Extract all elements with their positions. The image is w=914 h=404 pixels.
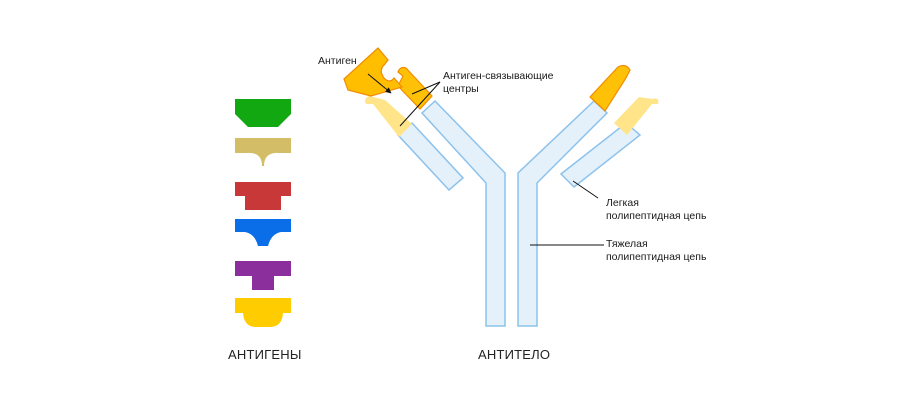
label-light-chain-line2: полипептидная цепь [606, 210, 707, 222]
heavy-chain-left [420, 99, 506, 327]
label-heavy-chain-line1: Тяжелая [606, 238, 648, 250]
heavy-chain-right [517, 99, 609, 327]
antigen-tan [235, 138, 291, 166]
caption-antibody: АНТИТЕЛО [478, 347, 551, 362]
leader-lines [367, 73, 604, 246]
binding-site-leader-1 [411, 81, 441, 95]
antigen-purple [235, 261, 291, 290]
antigen-yellow [235, 298, 291, 327]
light-chain-leader [572, 180, 599, 199]
bound-antigen [343, 47, 404, 97]
antigen-red [235, 182, 291, 210]
label-light-chain-line1: Легкая [606, 197, 639, 209]
antigen-shapes [235, 99, 291, 327]
label-heavy-chain-line2: полипептидная цепь [606, 251, 707, 263]
label-binding-sites-line2: центры [443, 83, 479, 95]
antibody [343, 47, 659, 327]
antigen-blue [235, 219, 291, 246]
variable-region-light-left [365, 96, 412, 137]
light-chain-right [559, 122, 642, 189]
antigen-green [235, 99, 291, 127]
binding-site-leader-2 [399, 81, 441, 127]
label-binding-sites-line1: Антиген-связывающие [443, 70, 554, 82]
antigen-arrow [367, 73, 392, 94]
variable-region-light-right [614, 97, 659, 135]
variable-region-heavy-left [397, 66, 433, 110]
variable-region-heavy-right [589, 64, 631, 112]
caption-antigens: АНТИГЕНЫ [228, 347, 302, 362]
label-antigen: Антиген [318, 55, 357, 67]
